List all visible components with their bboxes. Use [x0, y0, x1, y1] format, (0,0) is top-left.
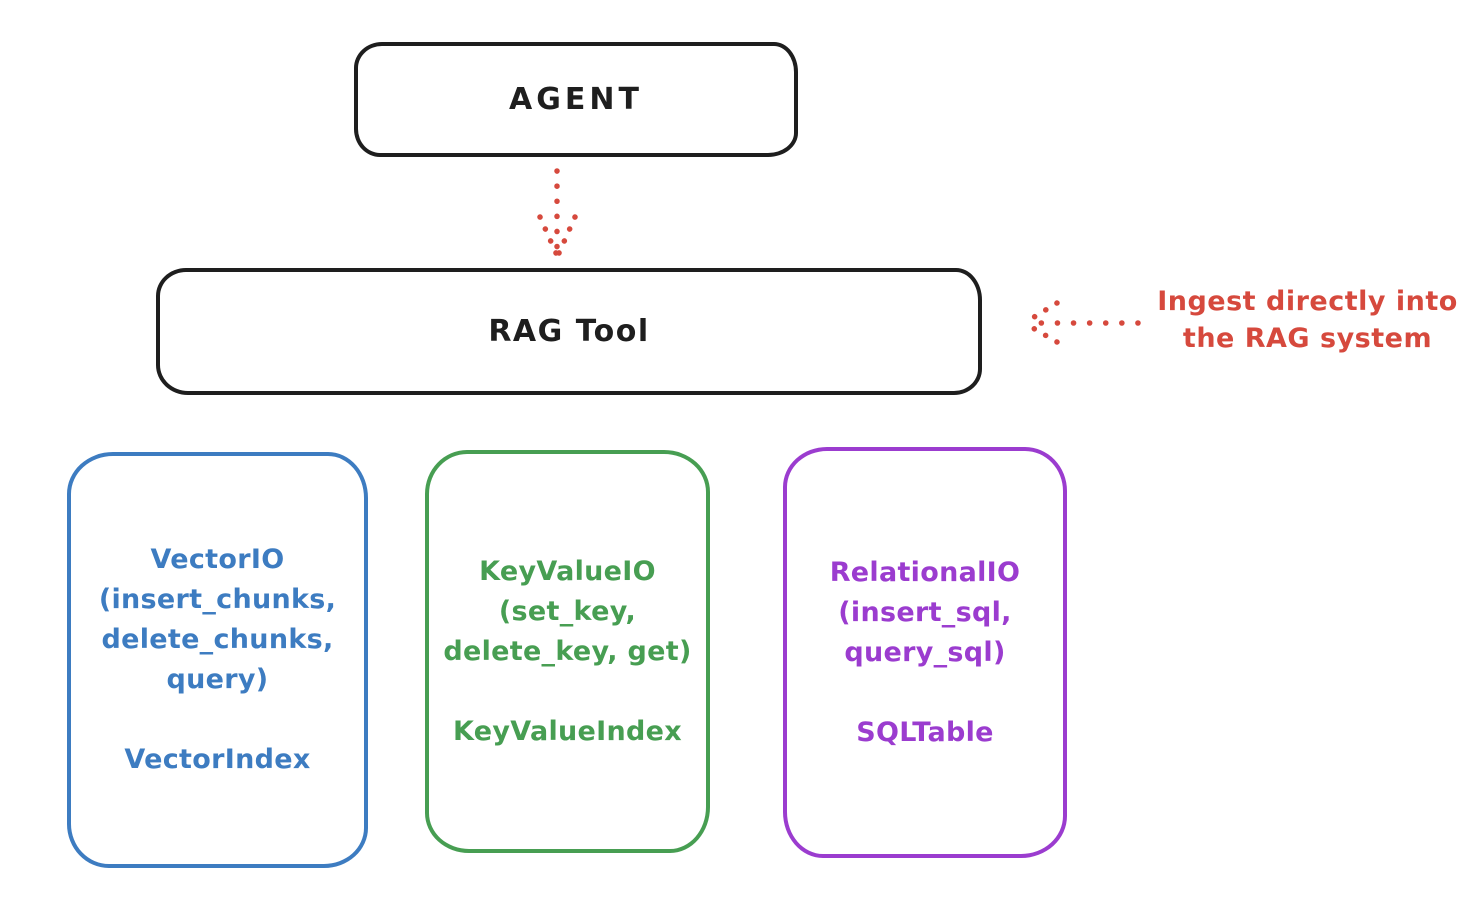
- keyvalue-io-title-line: (set_key,: [498, 595, 637, 627]
- rag-tool-node: RAG Tool: [156, 268, 982, 395]
- vector-io-title-line: VectorIO: [150, 544, 285, 575]
- keyvalue-io-node: KeyValueIO (set_key, delete_key, get) Ke…: [425, 450, 710, 853]
- ingest-annotation: Ingest directly into the RAG system: [1140, 283, 1475, 357]
- vector-io-title-line: delete_chunks,: [101, 624, 334, 655]
- sql-table-label: SQLTable: [856, 716, 994, 748]
- agent-label: AGENT: [509, 82, 643, 117]
- vector-index-label: VectorIndex: [124, 744, 311, 775]
- ingest-arrow: [1023, 300, 1141, 345]
- vector-io-title-line: query): [166, 664, 269, 695]
- agent-node: AGENT: [354, 42, 798, 157]
- rag-tool-label: RAG Tool: [488, 314, 650, 349]
- agent-to-rag-arrow: [537, 168, 578, 256]
- vector-io-node: VectorIO (insert_chunks, delete_chunks, …: [67, 452, 368, 868]
- keyvalue-index-label: KeyValueIndex: [452, 715, 682, 747]
- vector-io-title-line: (insert_chunks,: [98, 584, 337, 615]
- relational-io-title-line: query_sql): [844, 636, 1006, 668]
- relational-io-node: RelationalIO (insert_sql, query_sql) SQL…: [783, 447, 1067, 858]
- ingest-annotation-line1: Ingest directly into: [1157, 286, 1458, 317]
- ingest-annotation-line2: the RAG system: [1182, 323, 1433, 354]
- relational-io-title-line: (insert_sql,: [838, 596, 1012, 628]
- relational-io-title-line: RelationalIO: [829, 556, 1021, 588]
- keyvalue-io-title-line: delete_key, get): [443, 635, 692, 667]
- keyvalue-io-title-line: KeyValueIO: [479, 555, 656, 587]
